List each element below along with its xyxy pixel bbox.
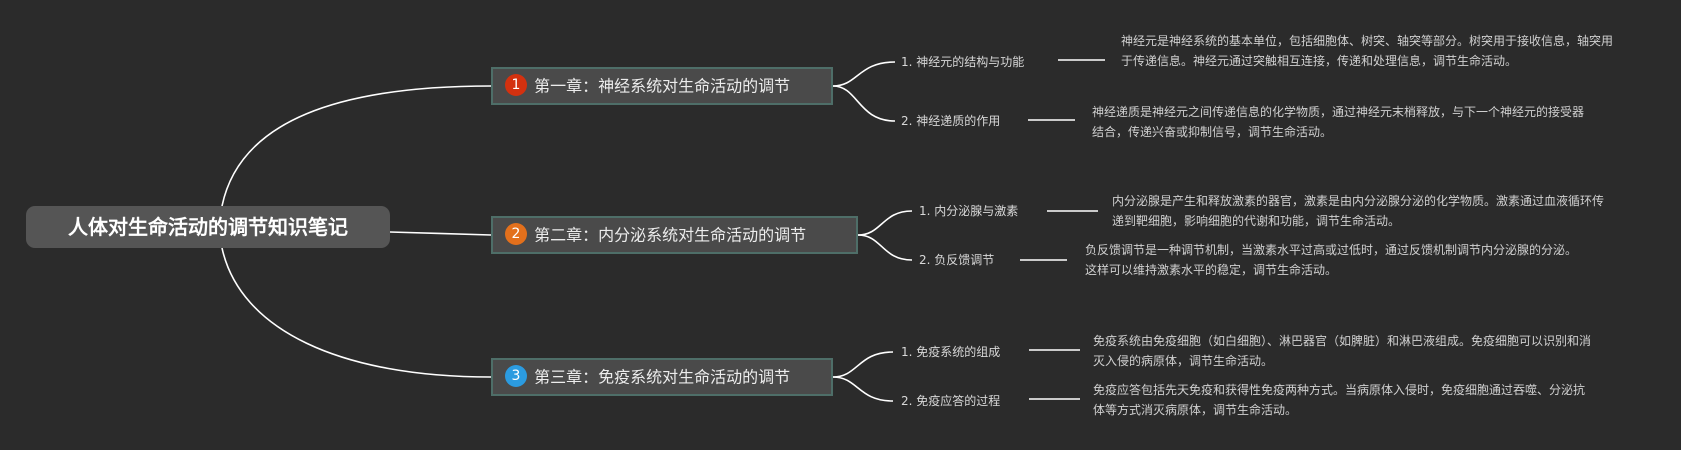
connector-ch2-t2 bbox=[857, 234, 913, 261]
topic-label: 1. 免疫系统的组成 bbox=[901, 345, 1001, 359]
topic-description-3-2: 免疫应答包括先天免疫和获得性免疫两种方式。当病原体入侵时，免疫细胞通过吞噬、分泌… bbox=[1093, 383, 1586, 417]
connector-root-ch3 bbox=[221, 247, 492, 378]
chapter-node-2[interactable]: 2 第二章：内分泌系统对生命活动的调节 bbox=[491, 216, 858, 254]
topic-node-2-2[interactable]: 2. 负反馈调节 bbox=[919, 252, 994, 268]
topic-description-1-1: 神经元是神经系统的基本单位，包括细胞体、树突、轴突等部分。树突用于接收信息，轴突… bbox=[1121, 34, 1614, 68]
topic-label: 1. 神经元的结构与功能 bbox=[901, 55, 1025, 69]
connector-ch1-t1 bbox=[832, 61, 896, 87]
chapter-title: 第一章：神经系统对生命活动的调节 bbox=[534, 76, 791, 96]
chapter-title: 第二章：内分泌系统对生命活动的调节 bbox=[534, 225, 807, 245]
topic-node-3-1[interactable]: 1. 免疫系统的组成 bbox=[901, 344, 1000, 360]
chapter-node-1[interactable]: 1 第一章：神经系统对生命活动的调节 bbox=[491, 67, 833, 105]
topic-description-3-1: 免疫系统由免疫细胞（如白细胞）、淋巴器官（如脾脏）和淋巴液组成。免疫细胞可以识别… bbox=[1093, 334, 1592, 368]
topic-label: 2. 免疫应答的过程 bbox=[901, 394, 1001, 408]
topic-label: 2. 负反馈调节 bbox=[919, 253, 995, 267]
connector-root-ch1 bbox=[221, 85, 492, 207]
topic-description-2-2: 负反馈调节是一种调节机制，当激素水平过高或过低时，通过反馈机制调节内分泌腺的分泌… bbox=[1085, 243, 1578, 277]
chapter-number-badge: 2 bbox=[505, 222, 527, 245]
chapter-node-3[interactable]: 3 第三章：免疫系统对生命活动的调节 bbox=[491, 358, 833, 396]
chapter-title: 第三章：免疫系统对生命活动的调节 bbox=[534, 367, 791, 387]
connector-ch2-t1 bbox=[857, 210, 913, 236]
topic-label: 1. 内分泌腺与激素 bbox=[919, 204, 1019, 218]
root-title: 人体对生命活动的调节知识笔记 bbox=[68, 215, 348, 239]
topic-node-1-1[interactable]: 1. 神经元的结构与功能 bbox=[901, 54, 1024, 70]
topic-node-3-2[interactable]: 2. 免疫应答的过程 bbox=[901, 393, 1000, 409]
topic-description-2-1: 内分泌腺是产生和释放激素的器官，激素是由内分泌腺分泌的化学物质。激素通过血液循环… bbox=[1112, 194, 1605, 228]
connector-ch1-t2 bbox=[832, 85, 896, 122]
chapter-number-badge: 3 bbox=[505, 364, 527, 387]
topic-description-1-2: 神经递质是神经元之间传递信息的化学物质，通过神经元末梢释放，与下一个神经元的接受… bbox=[1092, 105, 1585, 139]
topic-label: 2. 神经递质的作用 bbox=[901, 114, 1001, 128]
chapter-number-badge: 1 bbox=[505, 73, 527, 96]
topic-node-1-2[interactable]: 2. 神经递质的作用 bbox=[901, 113, 1000, 129]
connector-root-ch2 bbox=[389, 231, 492, 236]
topic-node-2-1[interactable]: 1. 内分泌腺与激素 bbox=[919, 203, 1018, 219]
connector-ch3-t1 bbox=[832, 351, 894, 378]
root-node[interactable]: 人体对生命活动的调节知识笔记 bbox=[26, 206, 390, 248]
connector-ch3-t2 bbox=[832, 376, 894, 402]
